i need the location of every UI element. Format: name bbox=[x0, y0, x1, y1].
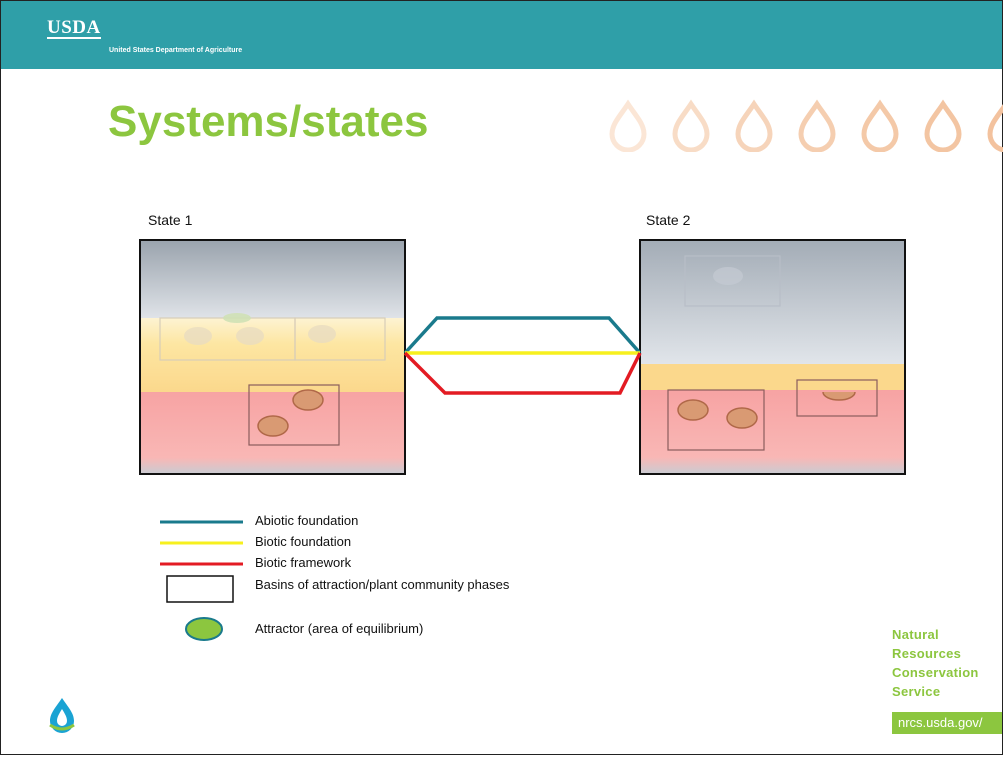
legend-attractor-ellipse bbox=[185, 617, 223, 641]
state-2-attractor-faint bbox=[713, 267, 743, 285]
state-1-box bbox=[139, 239, 406, 475]
water-drop-icon bbox=[42, 695, 82, 740]
nrcs-agency-name: Natural Resources Conservation Service bbox=[892, 625, 979, 701]
state-1-basin bbox=[248, 384, 340, 446]
state-1-biotic-foundation-layer bbox=[140, 318, 405, 392]
water-drop-icon bbox=[861, 99, 899, 152]
water-drop-icon bbox=[735, 99, 773, 152]
state-2-abiotic-layer bbox=[640, 240, 905, 364]
decorative-drop-icons bbox=[600, 96, 1003, 152]
state-1-attractor-faint bbox=[308, 325, 336, 343]
water-drop-icon bbox=[672, 99, 710, 152]
water-drop-icon bbox=[924, 99, 962, 152]
legend-label-abiotic: Abiotic foundation bbox=[255, 513, 359, 528]
usda-header-bar: USDA United States Department of Agricul… bbox=[1, 1, 1002, 69]
usda-logo: USDA bbox=[47, 17, 101, 39]
nrcs-url-link[interactable]: nrcs.usda.gov/ bbox=[892, 712, 1002, 734]
state-2-biotic-foundation-layer bbox=[640, 364, 905, 390]
state-1-outline bbox=[139, 239, 406, 475]
legend-label-biotic-framework: Biotic framework bbox=[255, 555, 352, 570]
agency-line: Resources bbox=[892, 646, 962, 661]
state-2-basin-faint bbox=[684, 255, 781, 307]
legend-basin-rectangle bbox=[166, 575, 234, 603]
state-2-outline bbox=[639, 239, 906, 475]
state-2-attractor bbox=[726, 407, 758, 429]
state-2-basin bbox=[796, 379, 878, 417]
state-1-attractor bbox=[292, 389, 324, 411]
legend-label-biotic-foundation: Biotic foundation bbox=[255, 534, 352, 549]
legend-label-basins: Basins of attraction/plant community pha… bbox=[255, 577, 510, 592]
water-drop-icon bbox=[609, 99, 647, 152]
water-drop-icon bbox=[798, 99, 836, 152]
state-2-attractor bbox=[822, 391, 856, 401]
department-name: United States Department of Agriculture bbox=[109, 47, 243, 54]
agency-line: Natural bbox=[892, 627, 939, 642]
water-drop-icon bbox=[987, 103, 1003, 152]
agency-line: Conservation bbox=[892, 665, 979, 680]
state-1-attractor bbox=[257, 415, 289, 437]
state-1-abiotic-layer bbox=[140, 240, 405, 318]
state-2-biotic-framework-layer bbox=[640, 390, 905, 474]
state-2-label: State 2 bbox=[646, 212, 691, 228]
slide-title: Systems/states bbox=[108, 97, 429, 146]
biotic-framework-link bbox=[403, 351, 642, 395]
state-2-attractor bbox=[677, 399, 709, 421]
state-2-box bbox=[639, 239, 906, 475]
state-2-basin bbox=[667, 389, 765, 451]
legend-label-attractor: Attractor (area of equilibrium) bbox=[255, 621, 424, 636]
state-1-attractor-faint bbox=[184, 327, 212, 345]
state-1-attractor-faint bbox=[223, 313, 251, 323]
state-1-label: State 1 bbox=[148, 212, 193, 228]
abiotic-foundation-link bbox=[403, 316, 642, 355]
agency-line: Service bbox=[892, 684, 941, 699]
state-1-attractor-faint bbox=[236, 327, 264, 345]
state-1-basin-faint bbox=[294, 317, 386, 361]
